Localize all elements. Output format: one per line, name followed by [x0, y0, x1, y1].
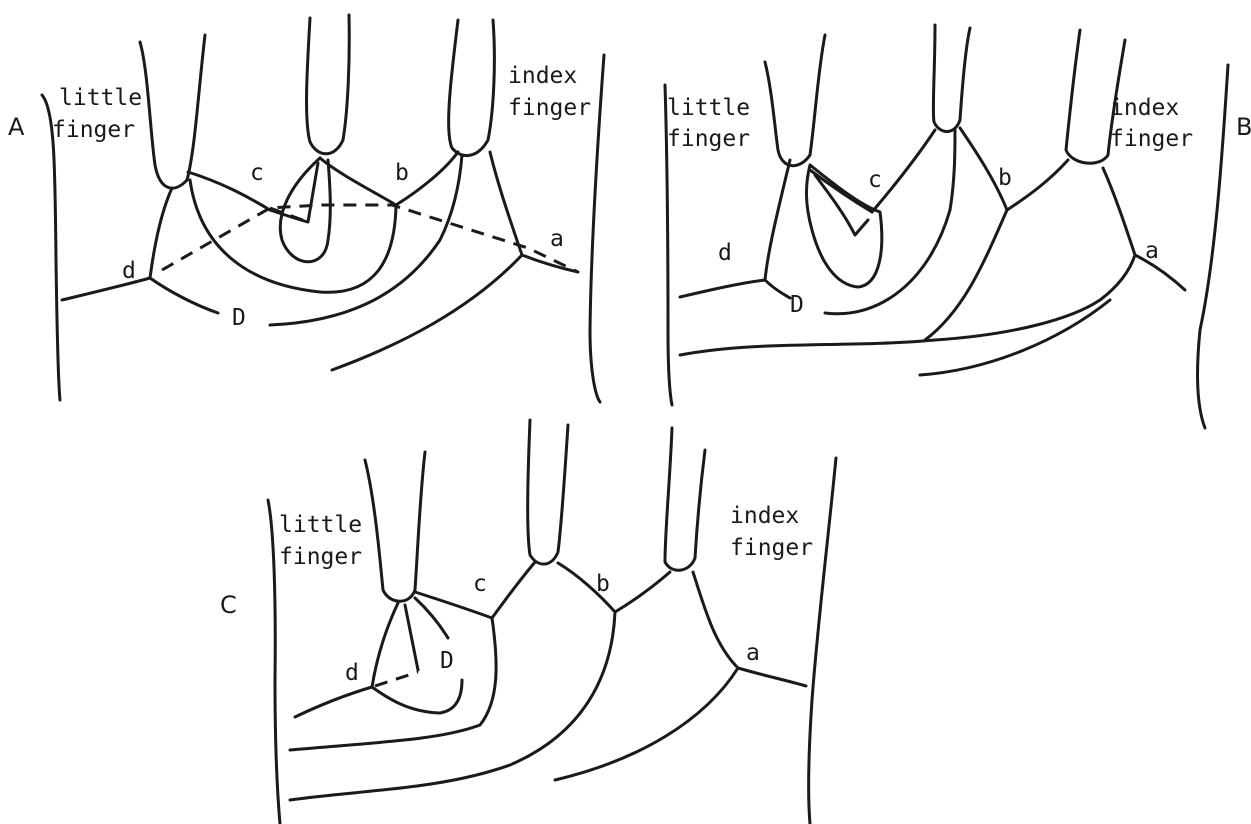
- panel-a-triradius-c: c: [250, 160, 264, 186]
- panel-a-label: A: [8, 113, 25, 141]
- panel-b-little-finger-label-2: finger: [667, 126, 750, 152]
- panel-c-label: C: [220, 591, 237, 619]
- panel-a-triradius-a: a: [550, 226, 564, 252]
- panel-c-dashed-d-link: [375, 672, 418, 686]
- panel-a-c-b-loop-outer: [188, 152, 458, 292]
- panel-c-c-to-ring: [492, 562, 535, 618]
- panel-a-little-finger-label-1: little: [59, 85, 142, 111]
- panel-c-little-radiant: [415, 598, 448, 638]
- panel-c-a-stem: [693, 572, 738, 668]
- panel-c-little-finger-label-1: little: [279, 512, 362, 538]
- panel-c-a-arc: [555, 668, 738, 780]
- panel-a-index-finger-label-1: index: [508, 63, 577, 89]
- panel-c-a-radiant: [738, 668, 806, 686]
- panel-c-b-to-index: [615, 572, 670, 612]
- panel-c-little-finger: [365, 452, 425, 601]
- panel-b-index-finger-label-1: index: [1110, 95, 1179, 121]
- panel-a-ring-finger: [307, 15, 350, 154]
- panel-b-line-d: D: [790, 292, 804, 318]
- panel-c: C little finger index finger c b a d D: [220, 420, 836, 824]
- panel-a-little-finger-label-2: finger: [52, 117, 135, 143]
- panel-c-index-finger-label-1: index: [730, 503, 799, 529]
- panel-b-a-stem: [1103, 168, 1135, 255]
- panel-c-triradius-d: d: [345, 660, 359, 686]
- panel-a-a-stem: [490, 152, 522, 255]
- panel-a-line-d: D: [232, 305, 246, 331]
- panel-a-d-radiant-down: [150, 278, 218, 313]
- panel-a-arc-outer: [332, 255, 522, 370]
- panel-c-d-loop: [372, 680, 462, 713]
- panel-a-index-finger-label-2: finger: [508, 95, 591, 121]
- panel-b-d-radiant-up: [765, 160, 790, 280]
- panel-b-ring-finger: [933, 25, 970, 132]
- panel-c-line-d: D: [440, 648, 454, 674]
- panel-a-little-finger: [140, 35, 205, 188]
- panel-c-d-radiant-left: [295, 687, 372, 717]
- panel-c-ring-finger: [528, 420, 568, 564]
- panel-c-triradius-a: a: [746, 640, 760, 666]
- panel-b: B little finger index finger c b a d D: [665, 25, 1251, 428]
- panel-b-triradius-b: b: [998, 165, 1012, 191]
- panel-a-a-radiant: [522, 255, 578, 272]
- panel-c-c-arc: [290, 618, 496, 750]
- panel-b-little-finger-label-1: little: [667, 95, 750, 121]
- panel-c-little-finger-label-2: finger: [279, 544, 362, 570]
- panel-c-triradius-b: b: [596, 571, 610, 597]
- panel-b-d-radiant-down: [765, 280, 790, 298]
- panel-c-d-vertical: [405, 605, 418, 670]
- panel-b-triradius-d: d: [718, 240, 732, 266]
- panel-b-index-finger-label-2: finger: [1110, 126, 1193, 152]
- panel-b-triradius-a: a: [1145, 238, 1159, 264]
- panel-a-index-finger: [449, 20, 495, 156]
- panel-c-d-radiant-up: [372, 603, 398, 687]
- panel-b-triradius-c: c: [868, 167, 882, 193]
- panel-b-arc-d: [825, 130, 955, 314]
- panel-a-d-radiant-left: [62, 278, 150, 300]
- panel-c-index-finger-label-2: finger: [730, 535, 813, 561]
- panel-b-a-radiant: [1135, 255, 1185, 290]
- panel-a-triradius-d: d: [122, 258, 136, 284]
- panel-a-c-b-loop-inner: [280, 158, 330, 262]
- panel-a-c-line-stem: [270, 163, 318, 222]
- panel-a-triradius-b: b: [395, 160, 409, 186]
- panel-b-b-to-index: [1007, 160, 1068, 210]
- panel-c-index-finger: [665, 428, 705, 570]
- panel-b-b-arc: [925, 210, 1007, 340]
- panel-c-palm-right-edge: [809, 458, 836, 824]
- panel-a: A little finger index finger c b a d D: [8, 15, 604, 402]
- panel-b-palm-right-edge: [1198, 65, 1228, 428]
- panel-b-label: B: [1236, 113, 1251, 141]
- panel-b-long-crease: [680, 255, 1135, 355]
- panel-b-d-radiant-left: [680, 280, 765, 297]
- panel-c-triradius-c: c: [473, 571, 487, 597]
- panel-b-little-finger: [765, 35, 825, 166]
- panel-a-palm-right-edge: [590, 55, 604, 402]
